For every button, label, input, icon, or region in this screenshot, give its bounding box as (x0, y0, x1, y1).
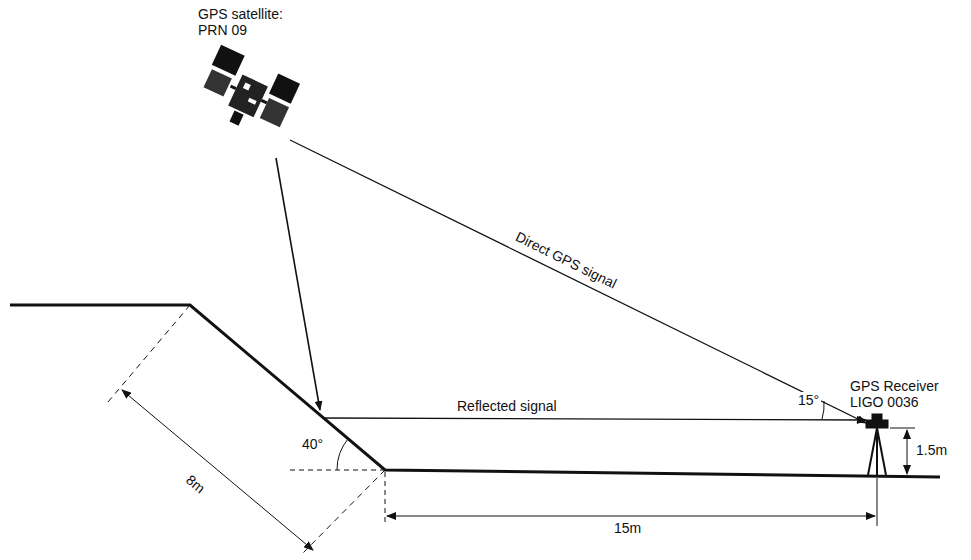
extension-line (300, 470, 385, 556)
receiver-label: GPS Receiver LIGO 0036 (848, 378, 948, 410)
direct-signal-line (290, 140, 866, 423)
dimension-line (907, 430, 908, 474)
signal-label: Direct GPS signal (511, 228, 621, 293)
extension-line (877, 478, 878, 526)
dimension-label: 1.5m (914, 442, 949, 458)
dimension-line (122, 390, 313, 550)
gps-receiver (866, 414, 888, 476)
dimension-label: 8m (182, 470, 210, 497)
satellite (193, 45, 301, 142)
angle-arc (337, 439, 348, 470)
angle-label: 15° (796, 392, 821, 408)
angle-arc (822, 401, 824, 419)
extension-line (108, 305, 190, 402)
extension-line (890, 428, 915, 429)
incident-signal-line (276, 158, 320, 410)
reflected-signal-line (322, 418, 866, 420)
satellite-label: GPS satellite: PRN 09 (196, 6, 300, 38)
signal-label: Reflected signal (455, 398, 559, 414)
dimension-label: 15m (612, 520, 643, 536)
extension-line (385, 472, 386, 526)
angle-label: 40° (300, 436, 325, 452)
dimension-line (387, 516, 875, 517)
